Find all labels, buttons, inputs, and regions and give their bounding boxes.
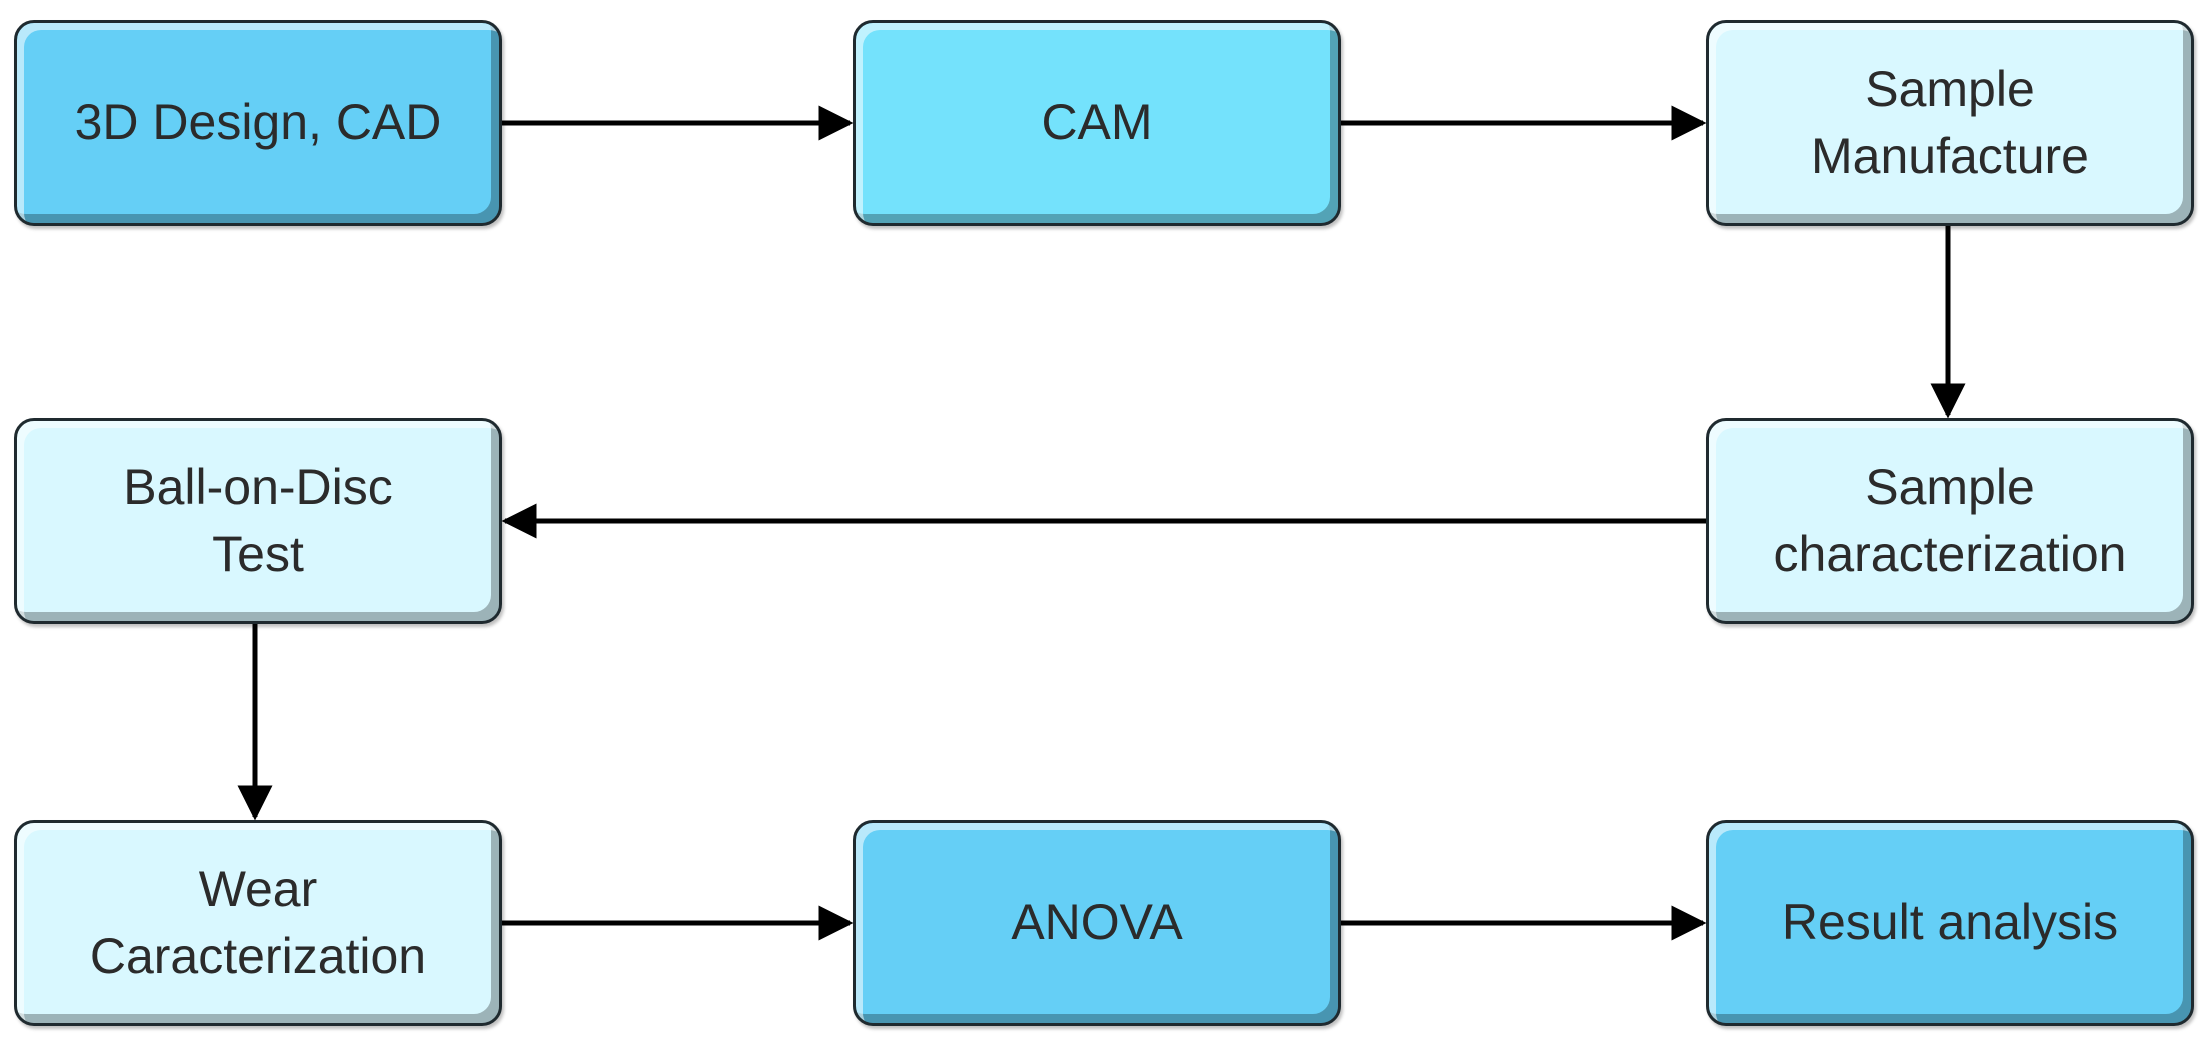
- node-3d-design-cad: 3D Design, CAD: [14, 20, 502, 226]
- node-label: 3D Design, CAD: [74, 94, 442, 151]
- node-label: ANOVA: [1011, 894, 1183, 951]
- node-anova: ANOVA: [853, 820, 1341, 1026]
- node-sample-characterization: Sample characterization: [1706, 418, 2194, 624]
- node-result-analysis: Result analysis: [1706, 820, 2194, 1026]
- node-label: Sample characterization: [1773, 458, 2127, 583]
- node-label: Wear Caracterization: [89, 860, 427, 985]
- node-cam: CAM: [853, 20, 1341, 226]
- node-label: Result analysis: [1781, 894, 2119, 951]
- node-ball-on-disc-test: Ball-on-Disc Test: [14, 418, 502, 624]
- node-wear-caracterization: Wear Caracterization: [14, 820, 502, 1026]
- node-label: Sample Manufacture: [1811, 60, 2089, 185]
- node-sample-manufacture: Sample Manufacture: [1706, 20, 2194, 226]
- node-label: Ball-on-Disc Test: [123, 458, 393, 583]
- node-label: CAM: [1041, 94, 1153, 151]
